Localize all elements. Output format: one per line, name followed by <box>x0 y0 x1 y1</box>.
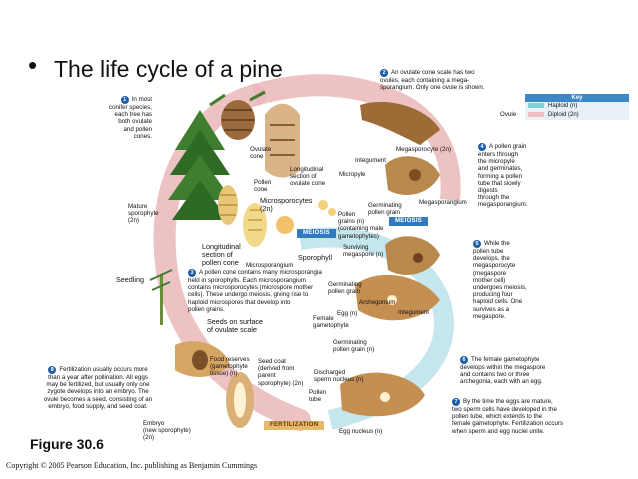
label-sporophyll: Sporophyll <box>298 253 332 262</box>
label-food-reserves: Food reserves (gametophyte tissue) (n) <box>210 356 250 378</box>
label-surviving-megaspore: Surviving megaspore (n) <box>343 244 384 259</box>
step-4-text: A pollen grain enters through the microp… <box>478 143 528 209</box>
seedling-illustration <box>149 269 173 325</box>
label-pollen-tube: Pollen tube <box>309 389 327 404</box>
seed-scale-illustration <box>175 341 230 377</box>
label-integument-mid: Integument <box>398 309 429 316</box>
diploid-top-arrow <box>251 74 384 106</box>
step-6-text: The female gametophyte develops within t… <box>460 356 546 386</box>
ovulate-cone-illustration <box>209 90 266 140</box>
copyright-notice: Copyright © 2005 Pearson Education, Inc.… <box>6 461 258 470</box>
figure-label: Figure 30.6 <box>30 436 104 452</box>
step-3-text: A pollen cone contains many microsporang… <box>188 269 322 313</box>
meiosis-tag-left: MEIOSIS <box>297 229 337 238</box>
label-embryo: Embryo (new sporophyte) (2n) <box>143 420 191 442</box>
meiosis-tag-right: MEIOSIS <box>389 217 429 226</box>
step-7-number: 7 <box>452 398 460 406</box>
label-germinating-pollen-mid: Germinating pollen grain <box>328 281 362 296</box>
legend-heading: Key <box>525 94 629 102</box>
label-seed-coat: Seed coat (derived from parent sporophyt… <box>258 358 304 387</box>
ovule-illustration-fertilization <box>340 372 425 417</box>
ovulate-cone-section-illustration <box>265 103 300 178</box>
ovule-illustration-archegonium <box>355 274 440 321</box>
fertilization-tag: FERTILIZATION <box>264 421 325 430</box>
step-5-number: 5 <box>473 240 481 248</box>
label-microsporocytes: Microsporocytes (2n) <box>260 196 313 214</box>
microsporocyte-illustration <box>276 216 294 234</box>
legend-diploid-label: Diploid (2n) <box>548 112 579 118</box>
label-ovulate-cone-section: Longitudinal section of ovulate cone <box>290 166 326 188</box>
step-8-number: 8 <box>48 366 57 374</box>
label-female-gametophyte: Female gametophyte <box>313 315 349 330</box>
pollen-grains-illustration <box>318 200 336 216</box>
step-7-text: By the time the eggs are mature, two spe… <box>452 398 564 435</box>
step-2-text: An ovulate cone scale has two ovules, ea… <box>380 69 485 92</box>
step-1-number: 1 <box>120 96 129 104</box>
label-microsporangium: Microsporangium <box>246 262 294 269</box>
ovule-illustration-megasporocyte <box>385 156 440 195</box>
label-integument: Integument <box>355 157 386 164</box>
label-discharged-sperm: Discharged sperm nucleus (n) <box>314 369 364 384</box>
label-mature-sporophyte: Mature sporophyte (2n) <box>128 203 159 225</box>
label-seeds-on-surface: Seeds on surface of ovulate scale <box>207 317 263 335</box>
legend-key: Key Haploid (n) Diploid (2n) <box>525 94 629 124</box>
label-ovulate-cone: Ovulate cone <box>250 146 272 161</box>
label-seedling: Seedling <box>116 275 144 284</box>
step-6-number: 6 <box>460 356 468 364</box>
label-micropyle: Micropyle <box>339 171 366 178</box>
label-megasporocyte: Megasporocyte (2n) <box>396 146 452 153</box>
pollen-cone-illustration <box>218 185 238 225</box>
step-4-number: 4 <box>478 143 486 151</box>
label-ovule: Ovule <box>500 111 517 118</box>
haploid-swatch <box>528 102 544 108</box>
step-1-text: In most conifer species, each tree has b… <box>109 96 152 140</box>
label-pollen-cone: Pollen cone <box>254 179 272 194</box>
label-germinating-pollen-low: Germinating pollen grain (n) <box>333 339 375 354</box>
label-pollen-cone-section: Longitudinal section of pollen cone <box>202 242 241 268</box>
title-text: The life cycle of a pine <box>54 56 283 82</box>
step-5-text: While the pollen tube develops, the mega… <box>473 240 527 320</box>
label-megasporangium: Megasporangium <box>419 199 467 206</box>
label-pollen-grains: Pollen grains (n) (containing male gamet… <box>338 211 384 240</box>
label-egg-nucleus: Egg nucleus (n) <box>339 428 383 435</box>
haploid-inner-arrow <box>376 85 461 201</box>
label-egg: Egg (n) <box>337 310 358 317</box>
seed-section-illustration <box>226 372 254 428</box>
label-archegonium: Archegonium <box>359 299 396 306</box>
pollen-cone-section-illustration <box>243 203 267 247</box>
bullet-icon: • <box>28 50 38 80</box>
ovule-illustration-megaspore <box>385 236 440 275</box>
label-germinating-pollen-top: Germinating pollen grain <box>368 202 402 217</box>
step-3-number: 3 <box>188 269 196 277</box>
legend-diploid: Diploid (2n) <box>525 111 629 120</box>
ovule-illustration-top <box>360 101 440 145</box>
step-2-number: 2 <box>380 69 388 77</box>
diploid-swatch <box>528 111 544 117</box>
mature-pine-tree-illustration <box>168 110 232 220</box>
step-8-text: Fertilization usually occurs more than a… <box>43 366 153 410</box>
legend-haploid-label: Haploid (n) <box>548 103 578 109</box>
legend-haploid: Haploid (n) <box>525 102 629 111</box>
